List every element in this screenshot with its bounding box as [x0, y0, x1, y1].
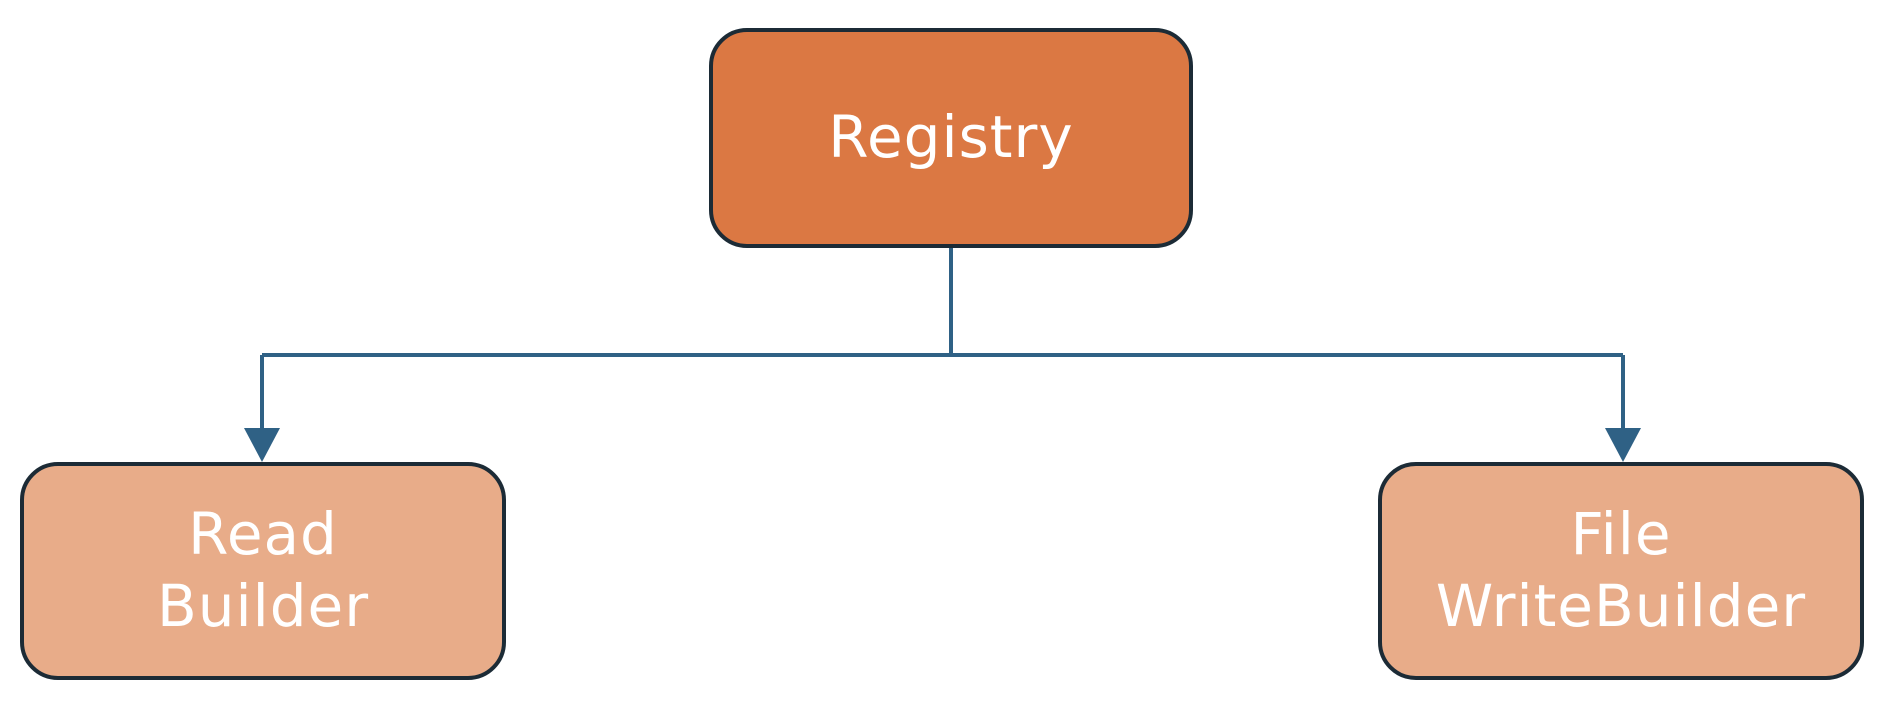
arrowhead-right: [1605, 428, 1641, 462]
file-writebuilder-label-line-1: File: [1570, 500, 1672, 569]
file-writebuilder-node: File WriteBuilder: [1378, 462, 1864, 680]
registry-label: Registry: [828, 103, 1074, 172]
arrowhead-left: [244, 428, 280, 462]
registry-node: Registry: [709, 28, 1193, 248]
read-builder-label-line-1: Read: [188, 500, 338, 569]
file-writebuilder-label-line-2: WriteBuilder: [1435, 572, 1807, 640]
read-builder-node: Read Builder: [20, 462, 506, 680]
read-builder-label-line-2: Builder: [156, 572, 370, 640]
